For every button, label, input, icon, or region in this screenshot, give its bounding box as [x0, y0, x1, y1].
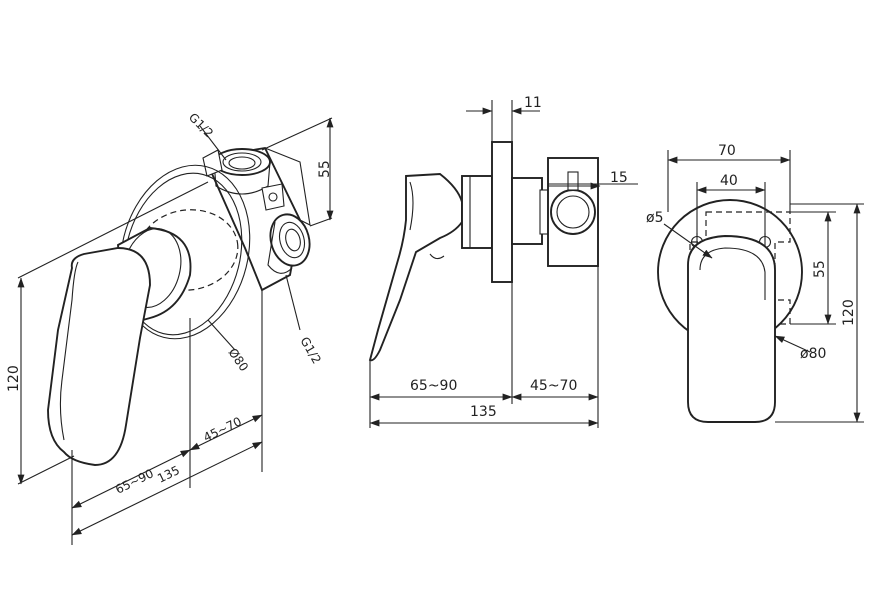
- side-label-45-70: 45~70: [530, 378, 577, 394]
- front-dim-40: 40: [696, 173, 766, 236]
- front-label-40: 40: [720, 173, 738, 189]
- iso-label-g-top: G1/2: [186, 110, 216, 140]
- iso-label-45-70: 45~70: [201, 414, 244, 444]
- side-wall-plate: [491, 141, 513, 283]
- side-body: [511, 177, 543, 245]
- iso-label-65-90: 65~90: [113, 466, 156, 496]
- side-view: 11 15 65~90 45~70 135: [368, 95, 638, 428]
- side-dim-15: 15: [548, 170, 638, 190]
- iso-label-d80: Ø80: [226, 346, 252, 374]
- side-label-135: 135: [470, 404, 497, 420]
- front-view: 70 40 ø5 55 120 ø8: [646, 143, 864, 423]
- side-neck: [461, 175, 493, 249]
- front-label-55: 55: [812, 260, 828, 278]
- side-dim-11: 11: [466, 95, 542, 142]
- front-label-120: 120: [841, 299, 857, 326]
- front-dim-120: 120: [775, 203, 864, 423]
- side-lever: [368, 173, 463, 362]
- side-label-15: 15: [610, 170, 628, 186]
- iso-dim-55: 55: [261, 117, 334, 227]
- side-label-65-90: 65~90: [410, 378, 457, 394]
- front-label-5: ø5: [646, 210, 663, 226]
- front-lever: [687, 235, 776, 423]
- front-dim-5: ø5: [646, 210, 713, 259]
- side-dim-bottom: 65~90 45~70 135: [369, 266, 599, 428]
- iso-dim-120: 120: [6, 181, 209, 485]
- iso-lever-handle: [47, 247, 151, 466]
- iso-view: G1/2 G1/2 Ø80 55 120 45~70: [6, 110, 334, 545]
- side-label-11: 11: [524, 95, 542, 111]
- front-label-70: 70: [718, 143, 736, 159]
- front-label-80: ø80: [800, 346, 826, 362]
- front-dim-80: ø80: [774, 335, 826, 362]
- iso-valve-body: [202, 146, 311, 292]
- iso-label-135: 135: [155, 463, 182, 486]
- iso-label-120: 120: [6, 365, 22, 392]
- front-dim-55: 55: [790, 211, 836, 325]
- iso-label-55: 55: [317, 160, 333, 178]
- iso-label-g-bottom: G1/2: [297, 335, 323, 367]
- side-outlet-port: [550, 189, 596, 235]
- front-dim-70: 70: [667, 143, 791, 212]
